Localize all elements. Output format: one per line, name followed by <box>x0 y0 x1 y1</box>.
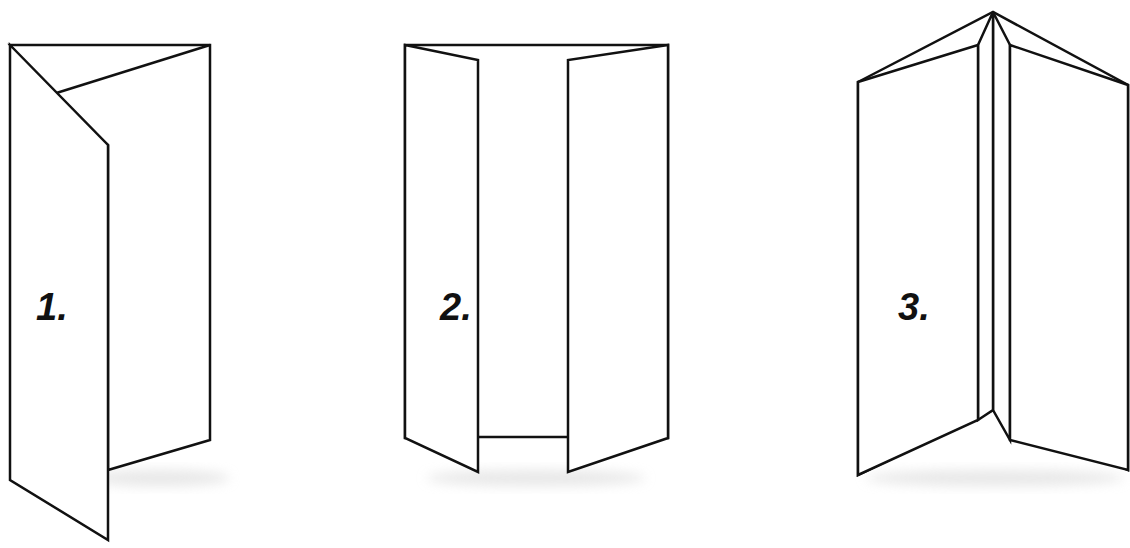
accordion-fold-figure <box>858 12 1128 475</box>
roll-fold-figure <box>10 45 210 540</box>
fold-number: 1. <box>36 288 68 326</box>
fold-number: 3. <box>898 288 930 326</box>
fold-number: 2. <box>440 288 472 326</box>
brochure-folds <box>10 12 1128 540</box>
gate-fold-figure <box>405 45 668 472</box>
drop-shadows <box>90 470 1125 486</box>
